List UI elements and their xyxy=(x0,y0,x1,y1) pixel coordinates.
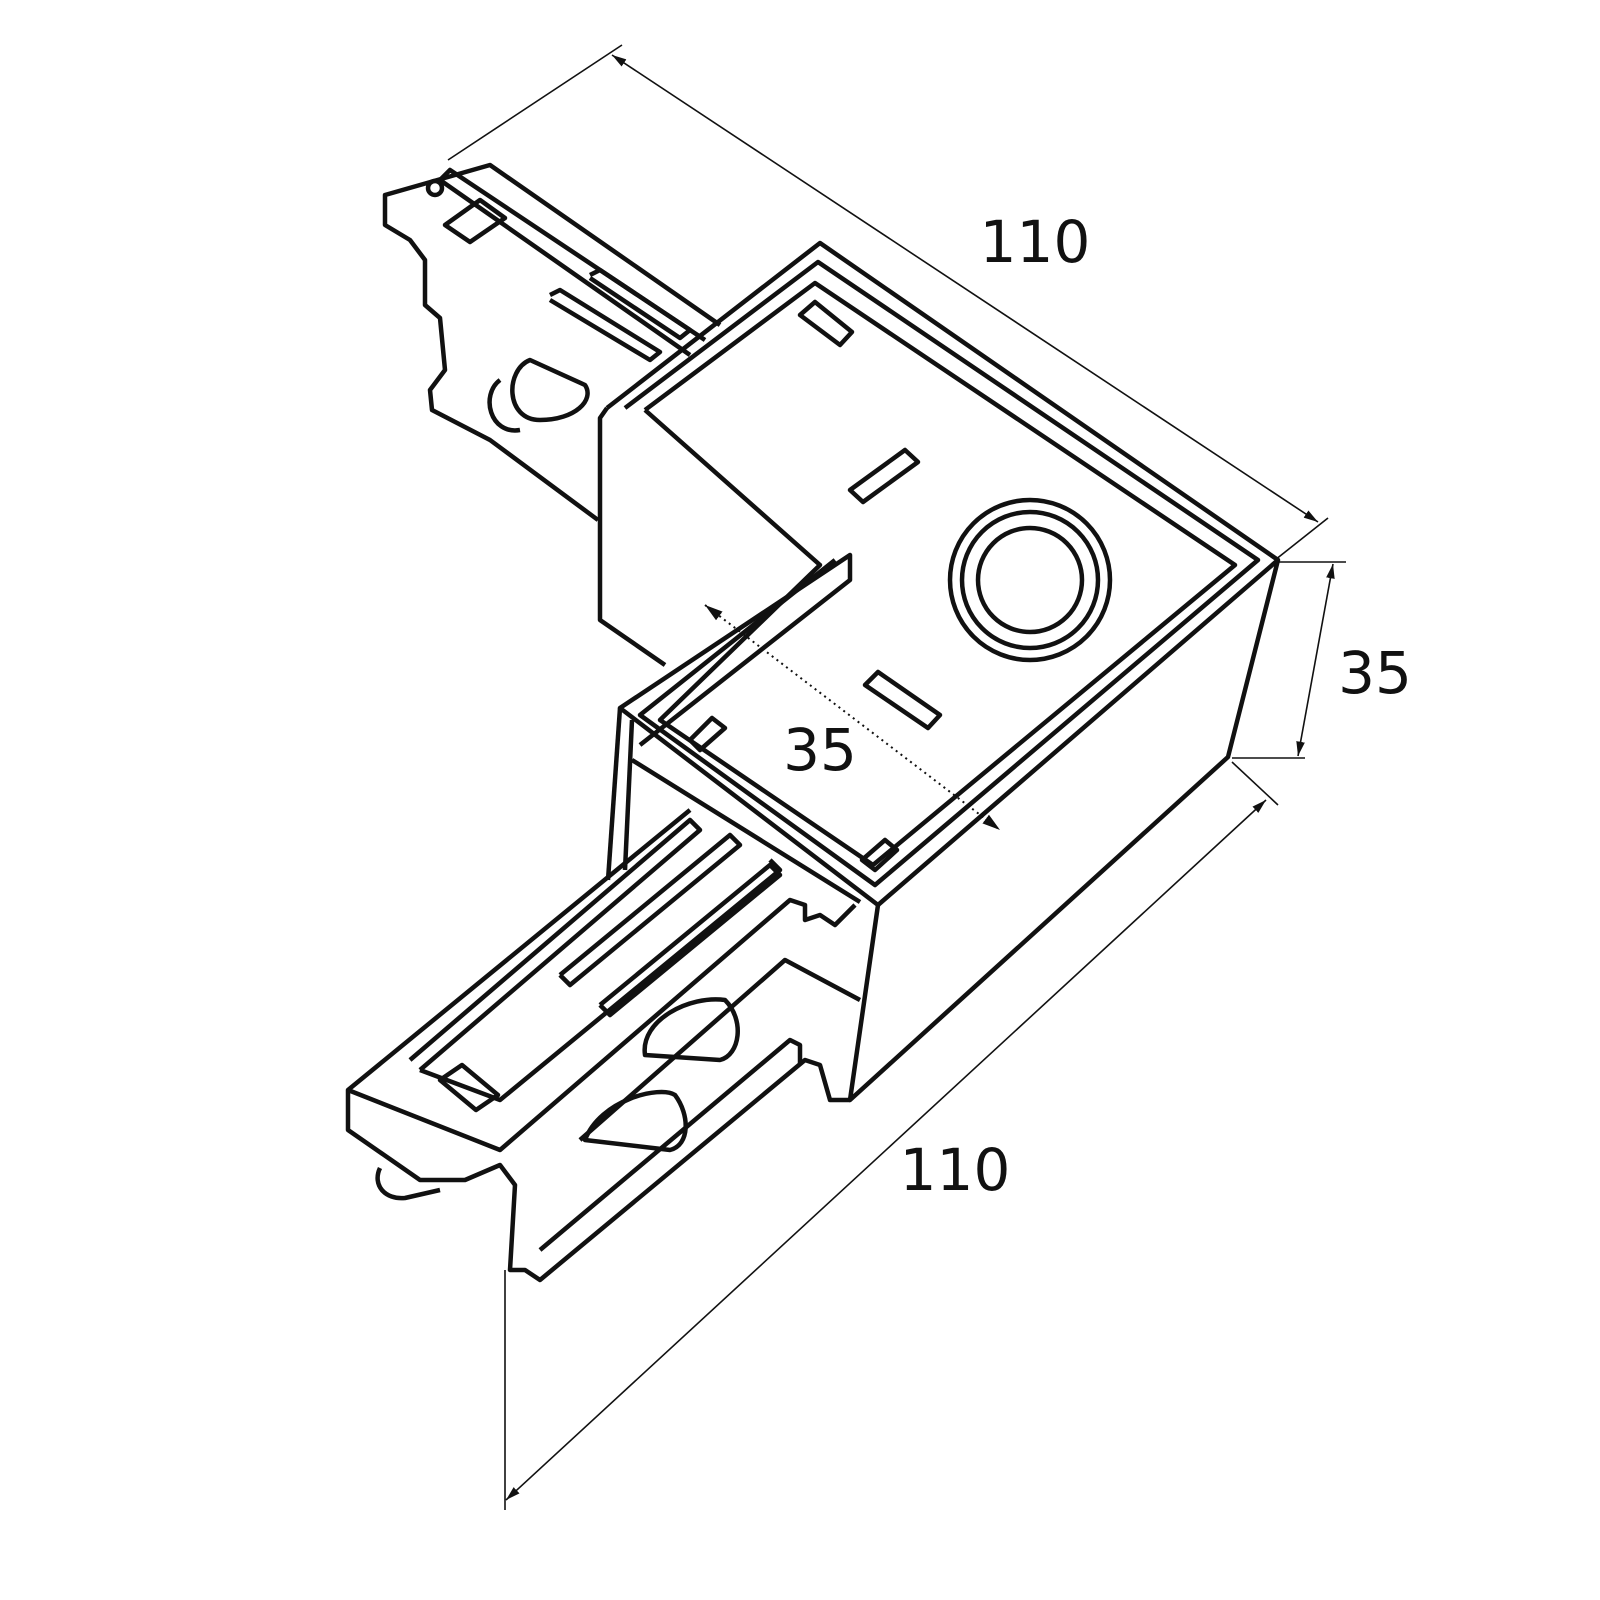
top-face-inner-rim-2 xyxy=(643,280,1238,868)
mount-ring-outer xyxy=(947,497,1113,663)
label-inner-width: 35 xyxy=(783,716,857,784)
slot-corner-left xyxy=(687,715,728,753)
slot-upper xyxy=(847,447,921,505)
wall-edge xyxy=(622,719,635,871)
label-bottom-length: 110 xyxy=(900,1136,1011,1204)
upper-rail-arm xyxy=(382,162,722,522)
lower-contact xyxy=(642,997,740,1063)
lower-rail-step xyxy=(538,1037,803,1252)
mount-ring-inner xyxy=(975,525,1085,635)
label-top-length: 110 xyxy=(980,208,1091,276)
dimension-height: 35 xyxy=(1232,561,1412,759)
dimension-inner-width: 35 xyxy=(704,604,1001,831)
slot-corner-top xyxy=(797,299,855,348)
slot-corner-bottom xyxy=(859,837,900,873)
upper-rail-groove xyxy=(588,267,693,341)
lower-rail-slot xyxy=(437,1062,501,1113)
dimension-bottom-length: 110 xyxy=(504,761,1279,1510)
lower-rail-inner xyxy=(408,817,703,1072)
left-wall xyxy=(605,707,623,881)
upper-rail-inner xyxy=(437,167,707,357)
upper-rail-slot xyxy=(442,197,508,245)
upper-block xyxy=(597,406,667,667)
slot-lower xyxy=(862,669,943,731)
dimension-top-length: 110 xyxy=(447,44,1329,561)
upper-contact xyxy=(510,357,590,423)
lower-contact-3 xyxy=(375,1167,441,1201)
upper-contact-2 xyxy=(487,378,521,433)
upper-rail-hole xyxy=(425,178,445,198)
mount-ring-mid xyxy=(959,509,1101,651)
label-height: 35 xyxy=(1338,639,1412,707)
